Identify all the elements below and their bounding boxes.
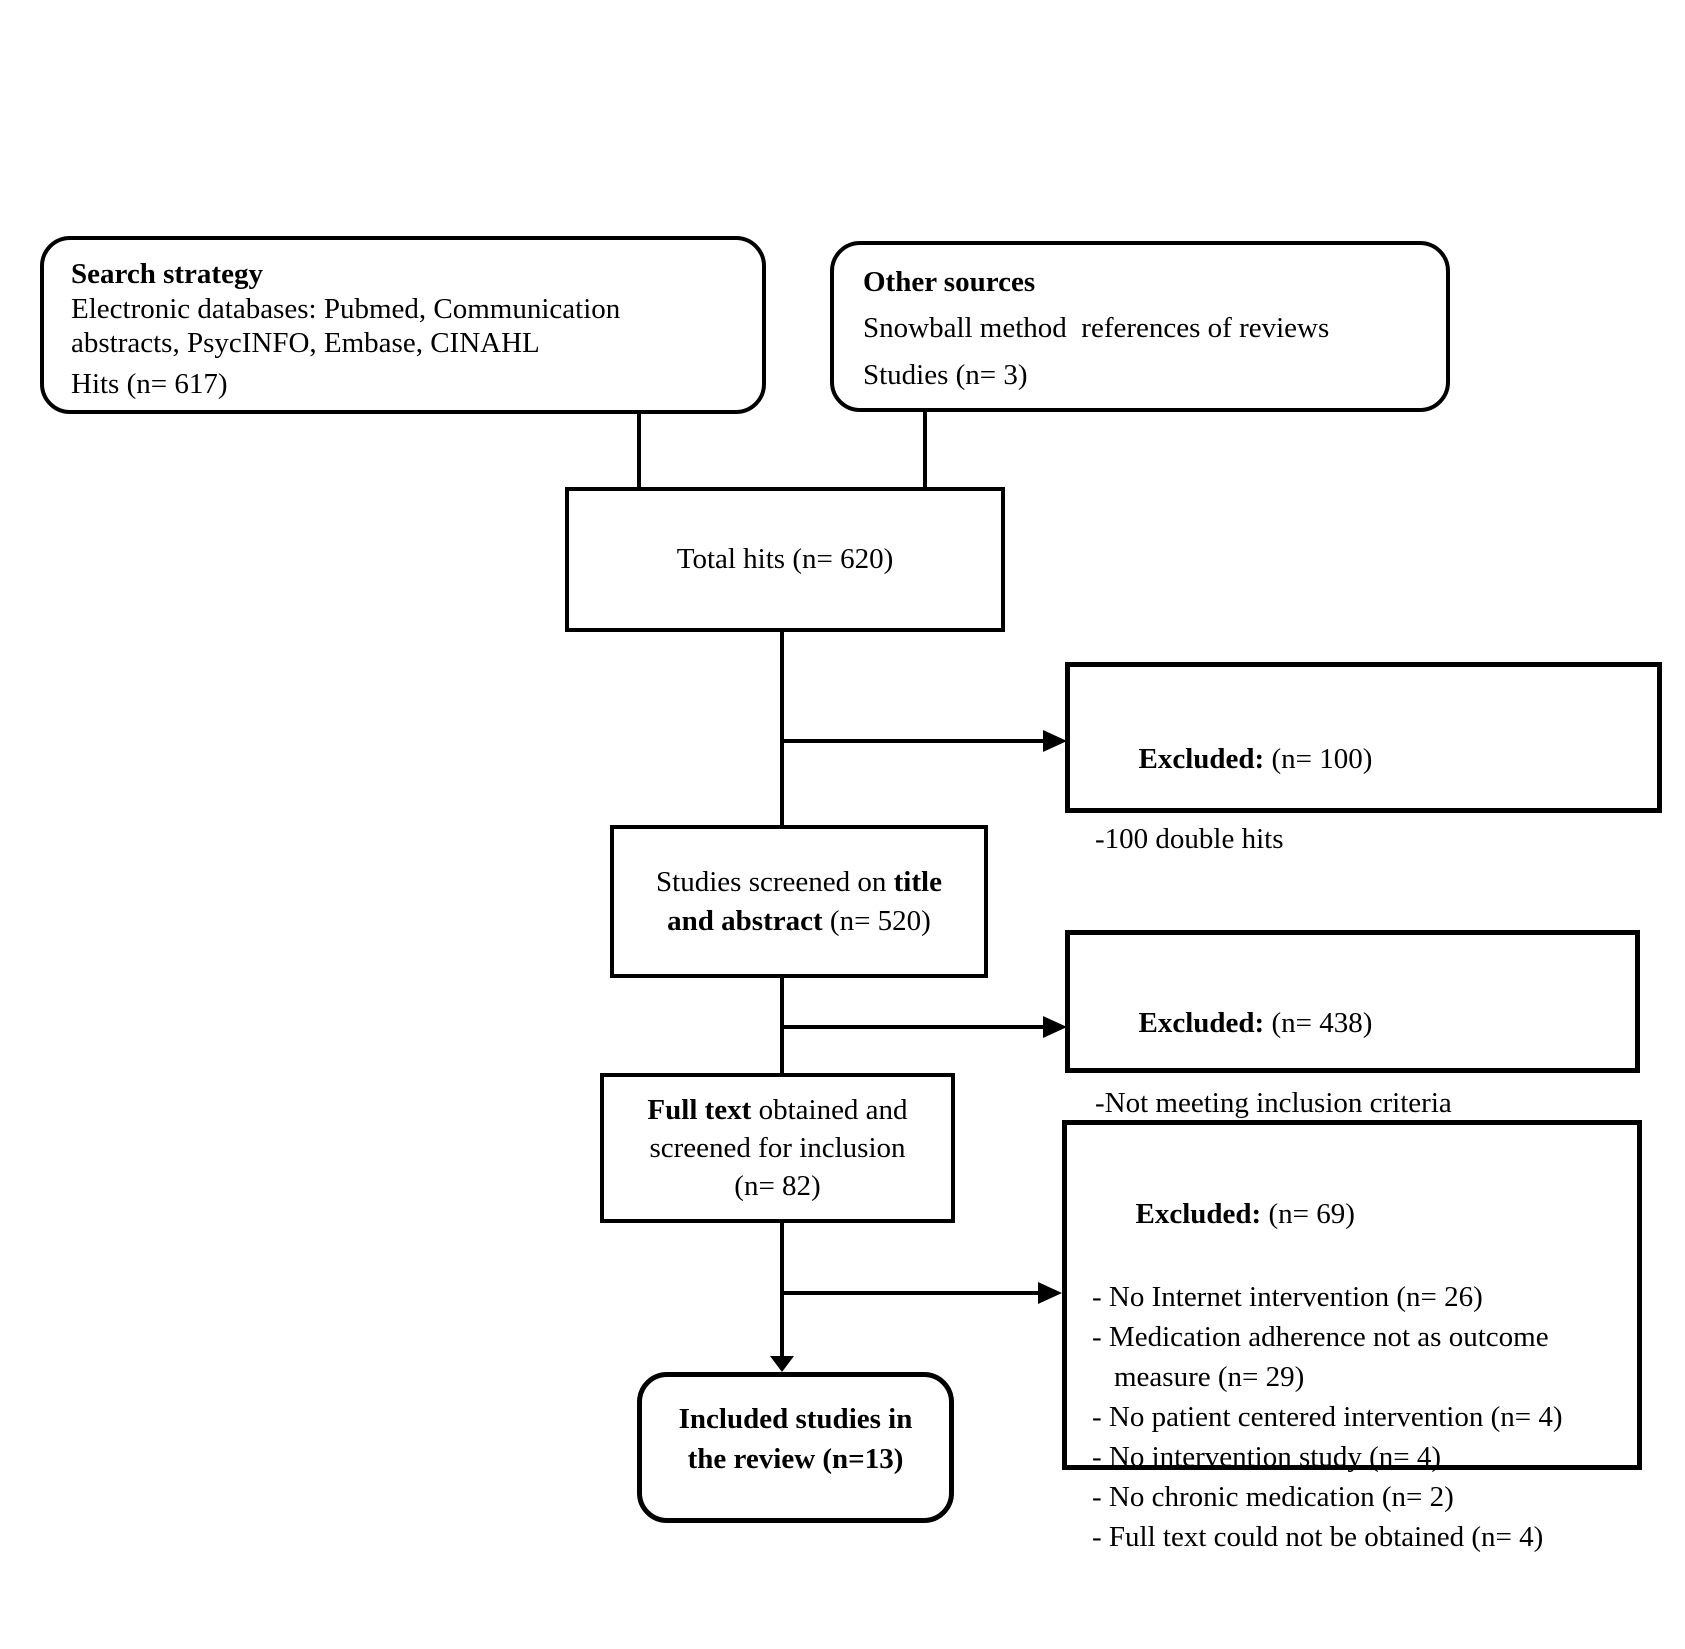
connector-search-to-total bbox=[637, 413, 641, 491]
fulltext-line1-normal: obtained and bbox=[751, 1094, 908, 1126]
excluded-fulltext-title: Excluded: bbox=[1135, 1198, 1262, 1230]
search-strategy-box: Search strategy Electronic databases: Pu… bbox=[40, 236, 766, 414]
arrowhead-excluded-screening-icon bbox=[1043, 1016, 1067, 1038]
screened-line1-normal: Studies screened on bbox=[656, 865, 894, 898]
excluded-duplicates-reason: -100 double hits bbox=[1095, 823, 1284, 855]
excluded-reason-item: - Medication adherence not as outcome bbox=[1092, 1321, 1549, 1353]
connector-fulltext-to-included bbox=[780, 1221, 784, 1357]
excluded-duplicates-box: Excluded: (n= 100) -100 double hits bbox=[1065, 662, 1662, 855]
total-hits-box: Total hits (n= 620) bbox=[565, 487, 1005, 632]
total-hits-label: Total hits (n= 620) bbox=[676, 543, 894, 575]
excluded-reason-item: - No Internet intervention (n= 26) bbox=[1092, 1281, 1483, 1313]
connector-total-to-screened bbox=[780, 630, 784, 827]
excluded-screening-title: Excluded: bbox=[1138, 1007, 1265, 1039]
excluded-reason-item: - No patient centered intervention (n= 4… bbox=[1092, 1401, 1563, 1433]
included-studies-box: Included studies in the review (n=13) bbox=[637, 1372, 954, 1523]
other-sources-count: Studies (n= 3) bbox=[863, 359, 1028, 391]
connector-to-excluded-fulltext bbox=[780, 1291, 1040, 1295]
connector-to-excluded-screening bbox=[780, 1025, 1045, 1029]
fulltext-line2: screened for inclusion bbox=[649, 1132, 906, 1164]
excluded-duplicates-title: Excluded: bbox=[1138, 743, 1265, 775]
excluded-screening-box: Excluded: (n= 438) -Not meeting inclusio… bbox=[1065, 930, 1640, 1119]
screened-line1-bold: title bbox=[893, 865, 942, 898]
excluded-reason-item: - Full text could not be obtained (n= 4) bbox=[1092, 1521, 1544, 1553]
excluded-fulltext-box: Excluded: (n= 69) - No Internet interven… bbox=[1062, 1120, 1642, 1553]
search-databases-line2: abstracts, PsycINFO, Embase, CINAHL bbox=[71, 327, 540, 359]
fulltext-count: (n= 82) bbox=[734, 1170, 821, 1202]
included-line2: the review (n=13) bbox=[687, 1442, 904, 1475]
search-hits-count: Hits (n= 617) bbox=[71, 368, 228, 400]
excluded-duplicates-count: (n= 100) bbox=[1264, 743, 1373, 775]
excluded-screening-count: (n= 438) bbox=[1264, 1007, 1373, 1039]
connector-to-excluded-duplicates bbox=[780, 739, 1045, 743]
excluded-reason-item: - No chronic medication (n= 2) bbox=[1092, 1481, 1454, 1513]
screened-title-abstract-box: Studies screened on title and abstract (… bbox=[610, 825, 988, 978]
other-sources-box: Other sources Snowball method references… bbox=[830, 241, 1450, 412]
excluded-screening-reason: -Not meeting inclusion criteria bbox=[1095, 1087, 1452, 1119]
excluded-reason-item-wrap: measure (n= 29) bbox=[1114, 1361, 1305, 1393]
arrowhead-excluded-fulltext-icon bbox=[1038, 1282, 1062, 1304]
other-sources-line1: Snowball method references of reviews bbox=[863, 312, 1330, 344]
screened-line2-bold: and abstract bbox=[667, 904, 823, 937]
excluded-fulltext-count: (n= 69) bbox=[1261, 1198, 1355, 1230]
full-text-box: Full text obtained and screened for incl… bbox=[600, 1073, 955, 1223]
included-line1: Included studies in bbox=[678, 1402, 913, 1435]
search-strategy-title: Search strategy bbox=[71, 258, 263, 290]
excluded-reason-item: - No intervention study (n= 4) bbox=[1092, 1441, 1441, 1473]
arrowhead-excluded-duplicates-icon bbox=[1043, 730, 1067, 752]
connector-other-to-total bbox=[923, 411, 927, 491]
fulltext-line1-bold: Full text bbox=[647, 1094, 752, 1126]
search-databases-line1: Electronic databases: Pubmed, Communicat… bbox=[71, 293, 621, 325]
other-sources-title: Other sources bbox=[863, 266, 1036, 298]
screened-line2-normal: (n= 520) bbox=[822, 904, 931, 937]
arrowhead-included-icon bbox=[770, 1356, 794, 1372]
